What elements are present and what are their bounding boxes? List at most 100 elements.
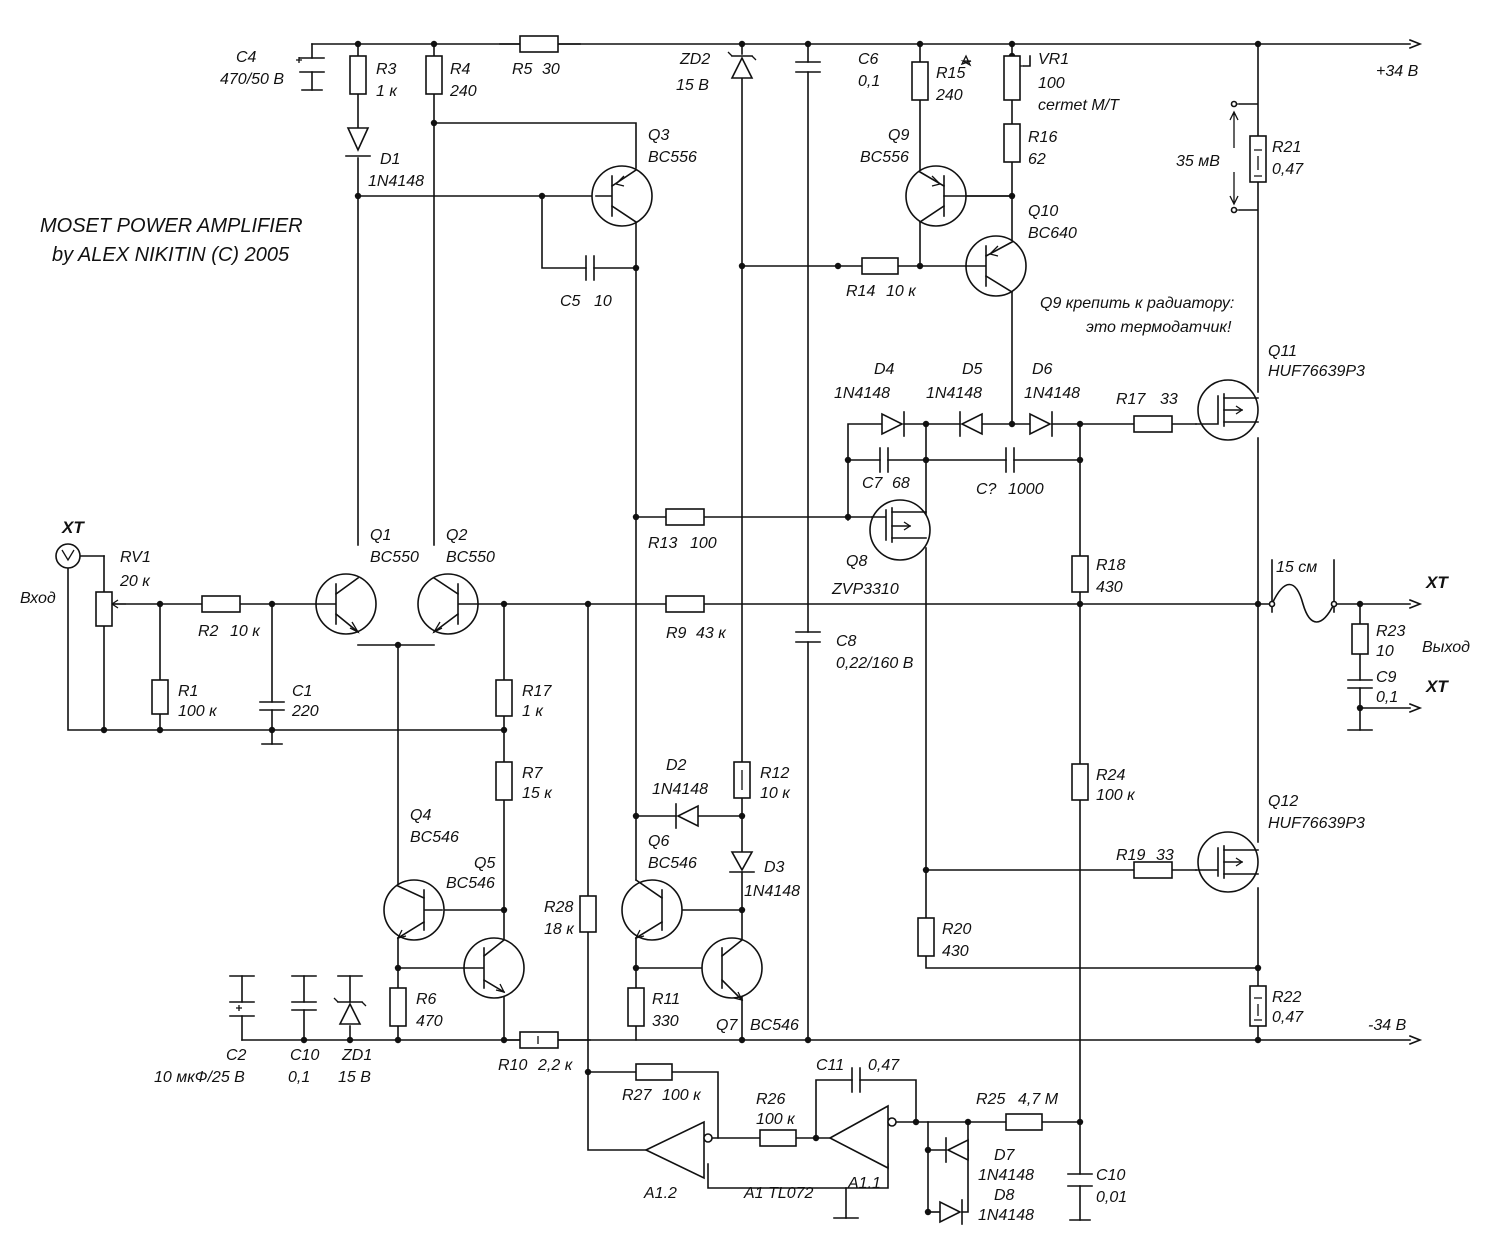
cq-ref: C? — [976, 481, 997, 498]
cq-val: 1000 — [1008, 481, 1044, 498]
d6-ref: D6 — [1032, 361, 1053, 378]
r4-val: 240 — [449, 83, 477, 100]
q8-val: ZVP3310 — [831, 581, 899, 598]
r2-val: 10 к — [230, 623, 261, 640]
a12-ref: A1.2 — [643, 1185, 677, 1202]
q2-ref: Q2 — [446, 527, 467, 544]
r16-ref: R16 — [1028, 129, 1057, 146]
r14-val: 10 к — [886, 283, 917, 300]
r26-ref: R26 — [756, 1091, 785, 1108]
r2-ref: R2 — [198, 623, 219, 640]
rail-pos-label: +34 В — [1376, 63, 1419, 80]
r10-val: 2,2 к — [537, 1057, 574, 1074]
wiring — [67, 38, 1423, 1221]
resistor-r18 — [1071, 555, 1089, 593]
q11-val: HUF76639P3 — [1268, 363, 1365, 380]
r10-ref: R10 — [498, 1057, 527, 1074]
c8-ref: C8 — [836, 633, 857, 650]
q1-val: BC550 — [370, 549, 419, 566]
c5-ref: C5 — [560, 293, 581, 310]
c1-ref: C1 — [292, 683, 312, 700]
r25-ref: R25 — [976, 1091, 1005, 1108]
r27-val: 100 к — [662, 1087, 702, 1104]
c7-val: 68 — [892, 475, 910, 492]
c2-ref: C2 — [226, 1047, 247, 1064]
potentiometer-vr1 — [1003, 55, 1021, 101]
resistor-r16 — [1003, 123, 1021, 163]
zd1-ref: ZD1 — [341, 1047, 372, 1064]
q7-val: BC546 — [750, 1017, 799, 1034]
q5-val: BC546 — [446, 875, 495, 892]
r15-val: 240 — [935, 87, 963, 104]
meter-note: 35 мВ — [1176, 153, 1220, 170]
d2-val: 1N4148 — [652, 781, 708, 798]
q4-ref: Q4 — [410, 807, 431, 824]
ground-xt-label: XT — [1425, 677, 1449, 696]
r27-ref: R27 — [622, 1087, 652, 1104]
d4-ref: D4 — [874, 361, 895, 378]
q6-ref: Q6 — [648, 833, 669, 850]
d8-ref: D8 — [994, 1187, 1015, 1204]
resistor-r15 — [911, 61, 929, 101]
connectors-and-marks — [55, 54, 1338, 608]
r24-val: 100 к — [1096, 787, 1136, 804]
r6-ref: R6 — [416, 991, 437, 1008]
d1-val: 1N4148 — [368, 173, 424, 190]
r19-ref: R19 — [1116, 847, 1145, 864]
d7-ref: D7 — [994, 1147, 1016, 1164]
q3-ref: Q3 — [648, 127, 669, 144]
input-label: Вход — [20, 590, 56, 607]
r19-val: 33 — [1156, 847, 1174, 864]
r5-val: 30 — [542, 61, 560, 78]
r17b-val: 1 к — [522, 703, 544, 720]
d3-ref: D3 — [764, 859, 785, 876]
r13-val: 100 — [690, 535, 717, 552]
resistor-r14 — [861, 257, 899, 275]
resistor-r4 — [425, 55, 443, 95]
r12-val: 10 к — [760, 785, 791, 802]
r7-val: 15 к — [522, 785, 553, 802]
r18-ref: R18 — [1096, 557, 1125, 574]
r17b-ref: R17 — [522, 683, 552, 700]
resistor-bodies — [95, 35, 1369, 1147]
resistor-r3 — [349, 55, 367, 95]
vr1-val2: cermet M/T — [1038, 97, 1120, 114]
resistor-r2 — [201, 595, 241, 613]
r21-ref: R21 — [1272, 139, 1301, 156]
title-line2: by ALEX NIKITIN (C) 2005 — [52, 244, 290, 266]
q8-ref: Q8 — [846, 553, 867, 570]
d1-ref: D1 — [380, 151, 400, 168]
q11-ref: Q11 — [1268, 343, 1297, 360]
q2-val: BC550 — [446, 549, 495, 566]
r9-ref: R9 — [666, 625, 687, 642]
zd2-ref: ZD2 — [679, 51, 710, 68]
q9-note-1: Q9 крепить к радиатору: — [1040, 295, 1234, 312]
c6-ref: C6 — [858, 51, 879, 68]
q6-val: BC546 — [648, 855, 697, 872]
r1-ref: R1 — [178, 683, 198, 700]
labels: MOSET POWER AMPLIFIER by ALEX NIKITIN (C… — [20, 49, 1470, 1224]
q4-val: BC546 — [410, 829, 459, 846]
coil-length-note: 15 см — [1276, 559, 1317, 576]
input-xt-label: XT — [61, 518, 85, 537]
d4-val: 1N4148 — [834, 385, 890, 402]
r11-val: 330 — [652, 1013, 679, 1030]
rv1-ref: RV1 — [120, 549, 151, 566]
resistor-r10 — [519, 1031, 559, 1049]
r15-ref: R15 — [936, 65, 965, 82]
c8-val: 0,22/160 В — [836, 655, 914, 672]
c6-val: 0,1 — [858, 73, 880, 90]
q10-ref: Q10 — [1028, 203, 1058, 220]
r23-val: 10 — [1376, 643, 1394, 660]
c9-ref: C9 — [1376, 669, 1397, 686]
rv1-val: 20 к — [119, 573, 151, 590]
potentiometer-rv1 — [95, 591, 113, 627]
r26-val: 100 к — [756, 1111, 796, 1128]
c10b-val: 0,01 — [1096, 1189, 1127, 1206]
output-label: Выход — [1422, 639, 1470, 656]
q10-val: BC640 — [1028, 225, 1077, 242]
r18-val: 430 — [1096, 579, 1123, 596]
resistor-r23 — [1351, 623, 1369, 655]
c11-ref: C11 — [816, 1057, 844, 1074]
